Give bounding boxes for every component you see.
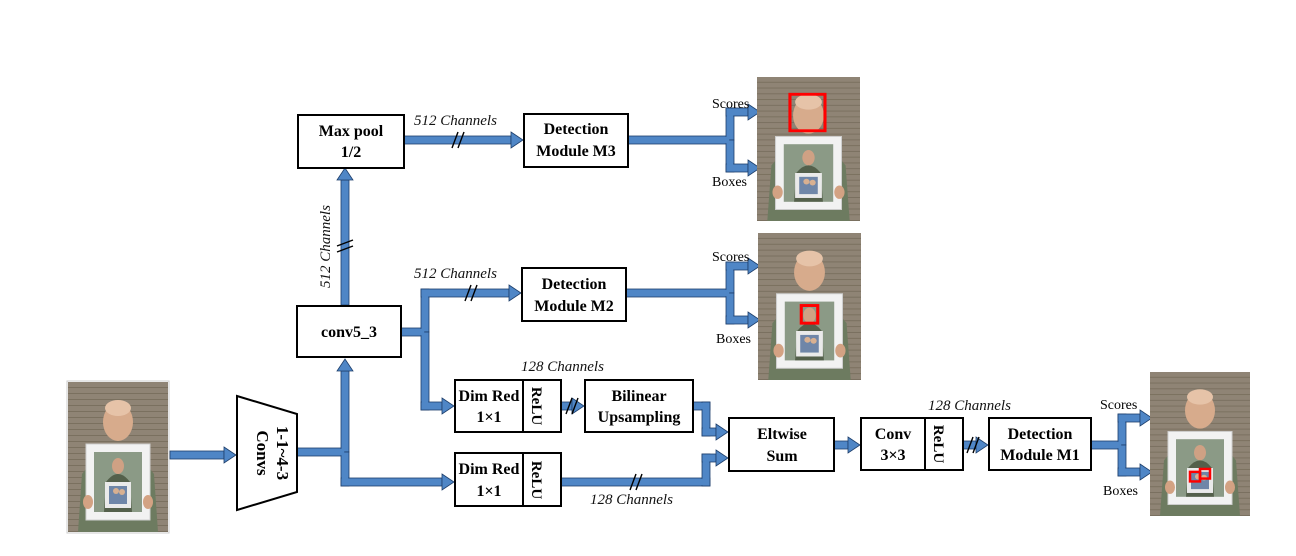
- input-photo: [66, 380, 170, 534]
- arrow-shaft-fill: [341, 452, 349, 486]
- dimred-bottom-label-line2: 1×1: [476, 483, 501, 500]
- arrow-shaft-fill: [421, 332, 429, 410]
- arrow-shaft-fill: [726, 262, 748, 270]
- m3-label-line2: Module M3: [536, 143, 616, 160]
- arrow-shaft-fill: [726, 140, 734, 172]
- detection-box-m3: [788, 92, 827, 133]
- arrow-shaft-fill: [702, 402, 710, 436]
- m3-label-line1: Detection: [544, 121, 609, 138]
- arrow-shaft-fill: [726, 108, 748, 116]
- m2-label-line2: Module M2: [534, 298, 614, 315]
- output-photo-m1: [1149, 371, 1251, 517]
- eltwise-label-line2: Sum: [766, 448, 798, 465]
- arrow-shaft-fill: [297, 448, 345, 456]
- relu-conv-label: ReLU: [930, 425, 946, 463]
- m1-label-line2: Module M1: [1000, 447, 1080, 464]
- bilinear-upsampling-block: Bilinear Upsampling: [584, 379, 694, 433]
- arrow-shaft-fill: [561, 402, 572, 410]
- arrow-shaft-fill: [421, 289, 509, 297]
- arrow-shaft-fill: [693, 402, 710, 410]
- scores-label-m1: Scores: [1100, 398, 1137, 413]
- maxpool-block: Max pool 1/2: [297, 114, 405, 169]
- scores-label-m3: Scores: [712, 97, 749, 112]
- arrow-shaft-fill: [626, 289, 730, 297]
- convs-block: Convs 1-1~4-3: [236, 394, 298, 512]
- dimred-top-label-line2: 1×1: [476, 409, 501, 426]
- bilinear-label-line2: Upsampling: [598, 409, 681, 426]
- arrow-shaft-fill: [401, 328, 425, 336]
- arrow-shaft-fill: [702, 454, 716, 462]
- output-photo-m3: [756, 76, 861, 222]
- maxpool-label-line2: 1/2: [341, 144, 361, 161]
- conv3x3-block: Conv 3×3 ReLU: [860, 417, 964, 471]
- dimred-bottom-label-line1: Dim Red: [459, 461, 520, 478]
- boxes-label-m2: Boxes: [716, 332, 751, 347]
- output-photo-m2: [757, 232, 862, 381]
- detection-box-m1-b: [1198, 467, 1212, 480]
- dimred-bottom-block: Dim Red 1×1 ReLU: [454, 452, 562, 507]
- boxes-label-m3: Boxes: [712, 175, 747, 190]
- hash-conv-m1: [966, 436, 980, 454]
- arrow-shaft-fill: [1118, 468, 1140, 476]
- arrow-shaft-fill: [341, 478, 442, 486]
- channel-hash-marks: [336, 131, 980, 491]
- maxpool-label-line1: Max pool: [319, 123, 384, 140]
- arrow-shaft-fill: [1118, 445, 1126, 476]
- relu-top-label: ReLU: [528, 387, 544, 425]
- detection-module-m1: Detection Module M1: [988, 417, 1092, 471]
- arrow-shaft-fill: [421, 289, 429, 332]
- arrow-shaft-fill: [702, 428, 716, 436]
- detection-module-m2: Detection Module M2: [521, 267, 627, 322]
- boxes-label-m1: Boxes: [1103, 484, 1138, 499]
- arrow-shaft-fill: [561, 478, 710, 486]
- hash-relu-bilinear: [565, 397, 579, 415]
- arrow-shaft-fill: [726, 262, 734, 293]
- hash-bottom: [629, 473, 643, 491]
- convs-label-line1: Convs: [253, 430, 272, 476]
- arrow-shaft-fill: [726, 293, 734, 324]
- channels-label-conv-m1: 128 Channels: [928, 398, 1011, 414]
- m2-label-line1: Detection: [542, 276, 607, 293]
- channels-label-dimred-top: 128 Channels: [521, 359, 604, 375]
- scores-label-m2: Scores: [712, 250, 749, 265]
- arrow-shaft-fill: [1091, 441, 1122, 449]
- arrow-shaft-fill: [1118, 414, 1126, 445]
- arrow-shaft-fill: [702, 454, 710, 486]
- eltwise-label-line1: Eltwise: [757, 426, 807, 443]
- arrow-shaft-fill: [1118, 414, 1140, 422]
- dimred-top-label-line1: Dim Red: [459, 388, 520, 405]
- conv3x3-label-line1: Conv: [875, 426, 911, 443]
- m1-label-line1: Detection: [1008, 426, 1073, 443]
- arrow-shaft-fill: [341, 371, 349, 452]
- channels-label-maxpool-m3: 512 Channels: [414, 113, 497, 129]
- eltwise-sum-block: Eltwise Sum: [728, 417, 835, 472]
- hash-conv5-m2: [464, 284, 478, 302]
- channels-label-conv5-m2: 512 Channels: [414, 266, 497, 282]
- arrows-layer: [169, 103, 1153, 491]
- dimred-top-block: Dim Red 1×1 ReLU: [454, 379, 562, 433]
- hash-maxpool-m3: [451, 131, 465, 149]
- arrow-shaft-fill: [421, 402, 442, 410]
- arrow-shaft-fill: [726, 164, 748, 172]
- conv5-3-block: conv5_3: [296, 305, 402, 358]
- arrow-shaft-fill: [834, 441, 848, 449]
- convs-label-line2: 1-1~4-3: [273, 426, 292, 480]
- channels-label-conv5-vertical: 512 Channels: [318, 205, 334, 288]
- hash-conv5-vertical: [336, 239, 354, 253]
- arrow-shaft-fill: [726, 316, 748, 324]
- channels-label-dimred-bottom: 128 Channels: [590, 492, 673, 508]
- arrow-shaft-fill: [170, 451, 224, 459]
- detection-box-m2: [799, 304, 820, 325]
- conv3x3-label-line2: 3×3: [880, 447, 905, 464]
- arrow-shaft-fill: [726, 108, 734, 140]
- bilinear-label-line1: Bilinear: [611, 388, 666, 405]
- arrow-shaft-fill: [628, 136, 730, 144]
- detection-module-m3: Detection Module M3: [523, 113, 629, 168]
- arrow-shaft-fill: [404, 136, 511, 144]
- conv5-3-label: conv5_3: [321, 324, 377, 341]
- relu-bottom-label: ReLU: [528, 461, 544, 499]
